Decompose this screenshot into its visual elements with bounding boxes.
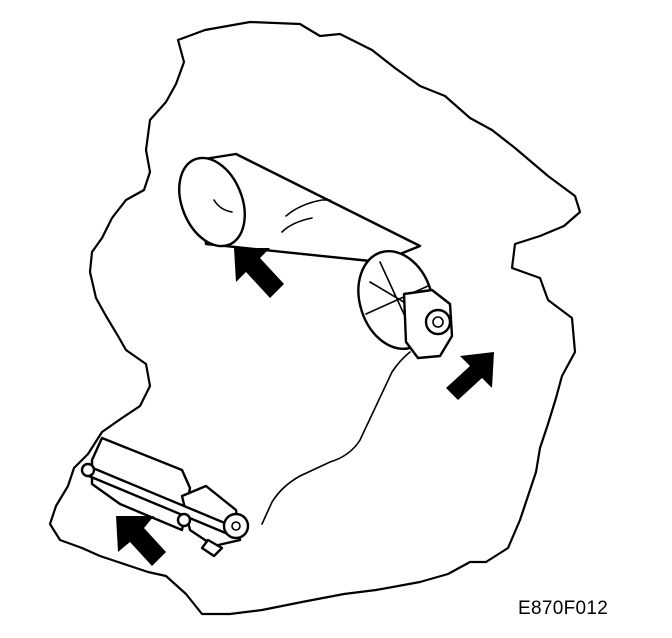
arrow-right [446, 352, 494, 400]
figure-code: E870F012 [518, 598, 609, 619]
linkage-joint-right [222, 512, 250, 540]
linkage-joint-middle [176, 512, 192, 528]
linkage-clip [200, 538, 224, 558]
canister-seam [285, 199, 331, 217]
arrow-icon [234, 248, 284, 298]
motor [402, 288, 454, 360]
motor-shaft-cap [424, 308, 452, 336]
canister-end-inner [213, 199, 233, 213]
canister-end-cap [178, 156, 246, 248]
arrow-lower [116, 516, 166, 566]
flange-spoke-3 [365, 285, 429, 315]
arrow-icon [446, 352, 494, 400]
cable [261, 351, 411, 525]
linkage [80, 436, 250, 558]
arrow-icon [116, 516, 166, 566]
motor-shaft-hole [432, 316, 444, 328]
linkage-joint-left [80, 462, 96, 478]
canister-seam-lower [281, 217, 313, 233]
linkage-joint-right-hole [231, 521, 241, 531]
arrow-upper [234, 248, 284, 298]
